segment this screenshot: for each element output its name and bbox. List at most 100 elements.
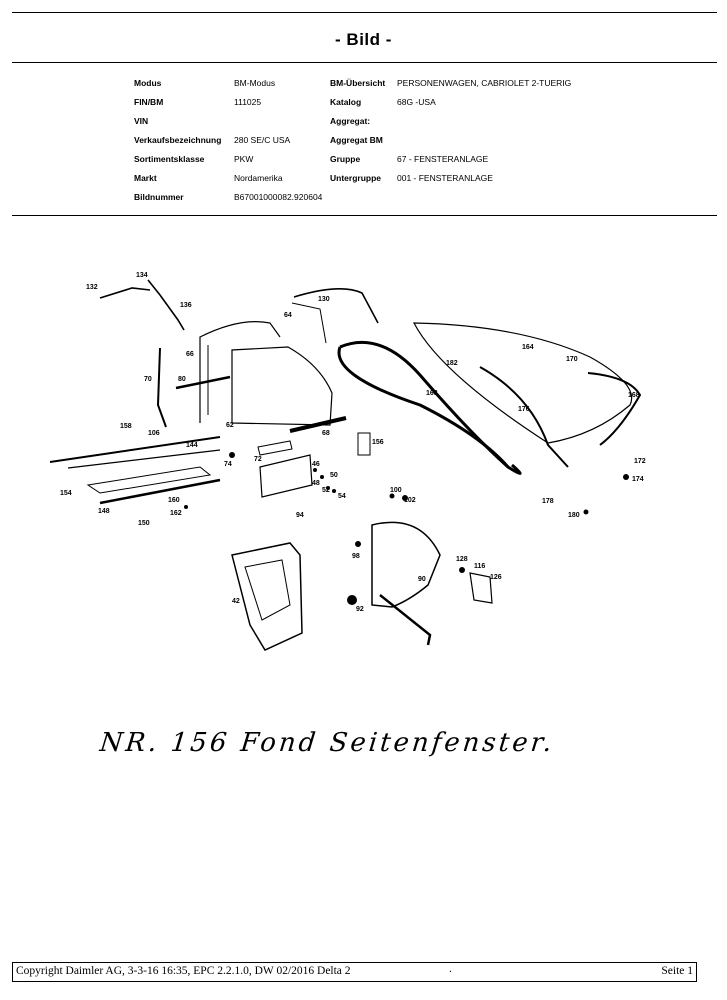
meta-value: 280 SE/C USA: [234, 135, 291, 145]
meta-label: FIN/BM: [134, 97, 164, 107]
part-number-label: 178: [542, 498, 554, 505]
footer-copyright: Copyright Daimler AG, 3-3-16 16:35, EPC …: [16, 965, 351, 977]
trim-strip-136: [147, 279, 185, 331]
seal-168: [339, 340, 522, 475]
part-number-label: 182: [446, 360, 458, 367]
part-number-label: 160: [168, 497, 180, 504]
footer-dot: .: [449, 963, 452, 975]
footer-bar: Copyright Daimler AG, 3-3-16 16:35, EPC …: [12, 962, 697, 982]
part-number-label: 126: [490, 574, 502, 581]
part-number-label: 144: [186, 442, 198, 449]
header-rule: [12, 62, 717, 63]
part-number-label: 42: [232, 598, 240, 605]
footer-page-number: Seite 1: [661, 965, 693, 977]
trim-strip-106: [67, 449, 221, 469]
meta-labels-2: BM-Übersicht Katalog Aggregat: Aggregat …: [330, 74, 385, 188]
part-number-label: 168: [426, 390, 438, 397]
part-number-label: 180: [568, 512, 580, 519]
part-number-label: 94: [296, 512, 304, 519]
part-number-label: 170: [566, 356, 578, 363]
part-number-label: 90: [418, 576, 426, 583]
trim-strip-148: [99, 478, 221, 505]
seal-168-inner: [337, 346, 510, 468]
meta-value: 111025: [234, 97, 262, 107]
part-number-label: 116: [474, 563, 485, 570]
meta-label: Markt: [134, 173, 157, 183]
seal-strip-68: [289, 416, 347, 433]
seal-strip-168-right: [587, 372, 642, 446]
screw-102: [402, 495, 408, 501]
meta-value: BM-Modus: [234, 78, 276, 88]
part-number-label: 164: [522, 344, 534, 351]
guide-rail-70: [156, 347, 167, 428]
meta-value: B67001000082.920604: [234, 192, 323, 202]
part-number-label: 158: [120, 423, 132, 430]
bracket-126: [469, 572, 493, 604]
seal-176: [479, 366, 569, 468]
handle-92: [347, 595, 357, 605]
meta-values: BM-Modus 111025 280 SE/C USA PKW Nordame…: [234, 74, 322, 207]
meta-label-2: Gruppe: [330, 154, 361, 164]
meta-label-2: Katalog: [330, 97, 362, 107]
part-number-label: 162: [170, 510, 182, 517]
meta-value: [234, 112, 322, 131]
part-number-label: 98: [352, 553, 360, 560]
meta-labels: Modus FIN/BM VIN Verkaufsbezeichnung Sor…: [134, 74, 221, 207]
meta-value-2: [397, 131, 571, 150]
meta-value-2: 001 - FENSTERANLAGE: [397, 173, 493, 183]
part-number-label: 48: [312, 480, 320, 487]
part-number-label: 80: [178, 376, 186, 383]
part-number-label: 74: [224, 461, 232, 468]
part-number-label: 54: [338, 493, 346, 500]
nut-52: [326, 486, 330, 490]
meta-label-2: Aggregat BM: [330, 135, 383, 145]
rear-side-glass-164: [413, 322, 633, 444]
washer-128: [459, 567, 465, 573]
screw-180: [583, 509, 589, 515]
washer-98: [355, 541, 361, 547]
part-number-label: 92: [356, 606, 364, 613]
meta-values-2: PERSONENWAGEN, CABRIOLET 2-TUERIG 68G -U…: [397, 74, 571, 188]
part-number-label: 154: [60, 490, 72, 497]
door-panel-42: [231, 542, 303, 651]
part-number-label: 168: [628, 392, 640, 399]
meta-value-2: [397, 112, 571, 131]
part-number-label: 134: [136, 272, 148, 279]
window-regulator-90: [371, 521, 441, 608]
meta-label-2: BM-Übersicht: [330, 78, 386, 88]
part-number-label: 150: [138, 520, 150, 527]
clip-174: [623, 474, 629, 480]
part-number-label: 62: [226, 422, 234, 429]
meta-value-2: 67 - FENSTERANLAGE: [397, 154, 489, 164]
meta-label: Sortimentsklasse: [134, 154, 205, 164]
trim-strip-64: [291, 302, 327, 344]
door-glass-62: [231, 346, 333, 426]
part-number-label: 106: [148, 430, 160, 437]
trim-strip-144: [86, 466, 212, 494]
meta-value: PKW: [234, 154, 254, 164]
part-number-label: 102: [404, 497, 416, 504]
part-number-label: 172: [634, 458, 646, 465]
meta-value-2: 68G -USA: [397, 97, 436, 107]
meta-label-2: Aggregat:: [330, 116, 371, 126]
part-number-label: 70: [144, 376, 152, 383]
part-number-label: 156: [372, 439, 384, 446]
meta-value-2: PERSONENWAGEN, CABRIOLET 2-TUERIG: [397, 78, 572, 88]
part-number-label: 132: [86, 284, 98, 291]
part-156: [357, 432, 371, 456]
part-number-label: 52: [322, 487, 330, 494]
clip-74: [229, 452, 235, 458]
trim-strip-158: [49, 436, 221, 463]
trim-strip-132: [99, 287, 151, 299]
meta-label: Bildnummer: [134, 192, 184, 202]
door-panel-inner: [244, 559, 291, 621]
part-number-label: 68: [322, 430, 330, 437]
top-rule: [12, 12, 717, 13]
regulator-arm: [379, 594, 432, 646]
nut-50: [320, 475, 324, 479]
guide-rail-80: [175, 375, 231, 390]
part-number-label: 148: [98, 508, 110, 515]
part-number-label: 174: [632, 476, 644, 483]
part-number-label: 72: [254, 456, 262, 463]
